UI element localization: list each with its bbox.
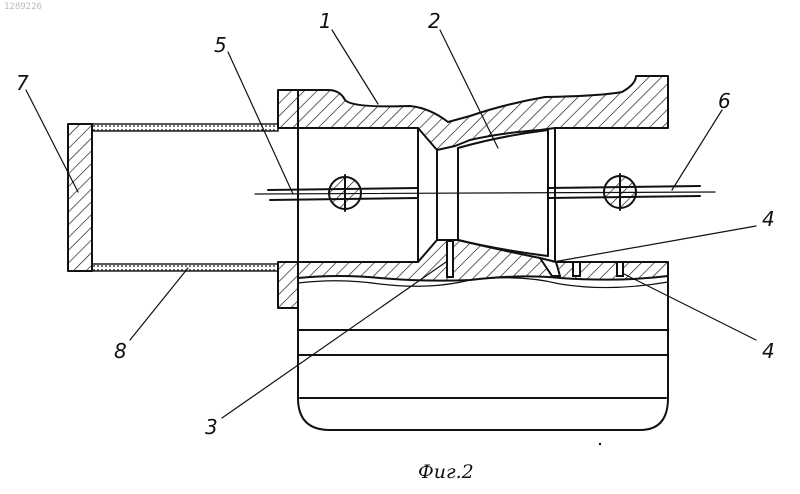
callout-4-lower: 4 bbox=[762, 339, 775, 363]
callout-1: 1 bbox=[319, 9, 332, 33]
callout-6: 6 bbox=[718, 89, 731, 113]
upper-flange bbox=[278, 90, 298, 128]
lower-flange bbox=[278, 262, 298, 308]
lower-housing-wall-part-3 bbox=[298, 240, 668, 281]
callout-2: 2 bbox=[428, 9, 441, 33]
stray-mark bbox=[599, 443, 601, 445]
cylinder-part-8 bbox=[92, 124, 278, 271]
upper-housing-wall-part-1 bbox=[298, 76, 668, 150]
callout-5: 5 bbox=[214, 33, 227, 57]
callout-3: 3 bbox=[205, 415, 218, 439]
centre-axis bbox=[255, 192, 715, 194]
end-cap-part-7 bbox=[68, 124, 92, 271]
callout-4-upper: 4 bbox=[762, 207, 775, 231]
catalogue-stamp: 1289226 bbox=[4, 2, 42, 12]
callout-7: 7 bbox=[16, 71, 29, 95]
lower-housing bbox=[298, 275, 668, 430]
figure-caption: Фиг.2 bbox=[418, 461, 474, 483]
callout-8: 8 bbox=[114, 339, 127, 363]
